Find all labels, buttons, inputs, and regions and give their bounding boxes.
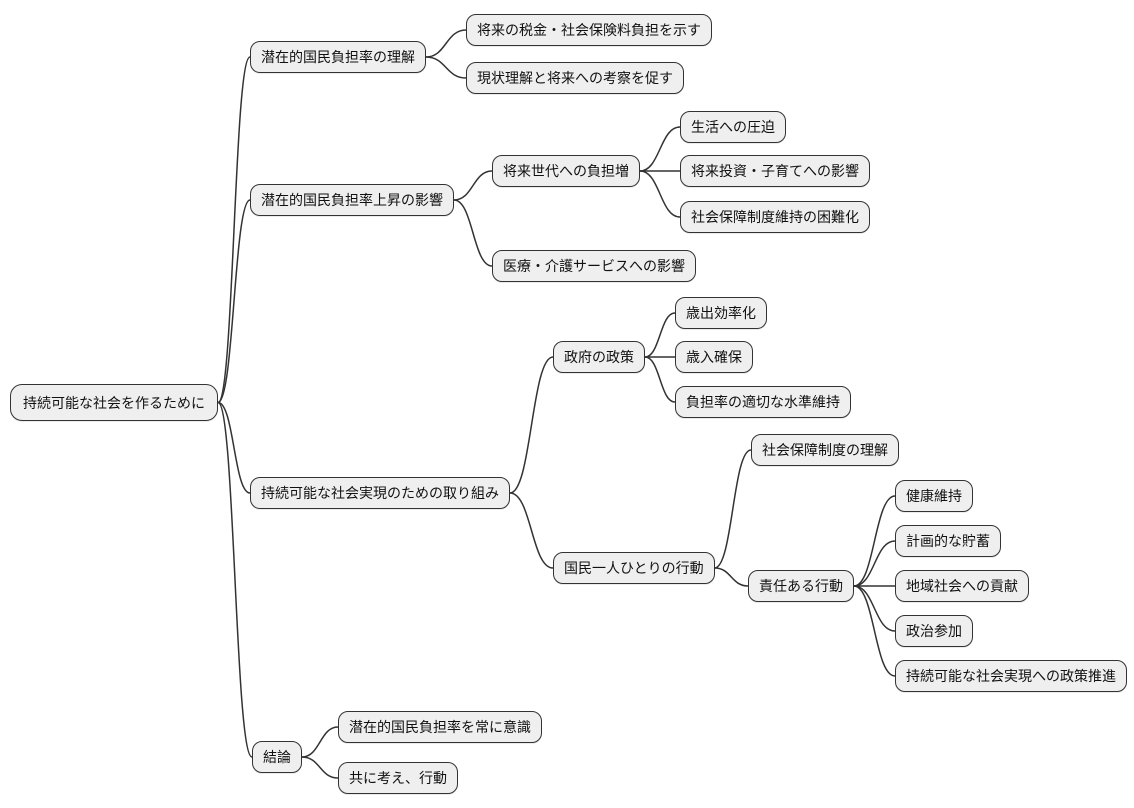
- mindmap-connector: [453, 199, 493, 267]
- mindmap-connector: [639, 170, 681, 218]
- mindmap-connector: [301, 756, 339, 779]
- mindmap-node-citizen-responsible: 責任ある行動: [748, 570, 854, 602]
- mindmap-connector: [853, 495, 896, 587]
- mindmap-node-root: 持続可能な社会を作るために: [10, 384, 218, 421]
- mindmap-connector: [425, 56, 467, 79]
- mindmap-node-gov: 政府の政策: [553, 341, 645, 373]
- mindmap-connector: [644, 312, 676, 358]
- mindmap-node-gov-revenue: 歳入確保: [675, 341, 753, 373]
- mindmap-node-resp-health: 健康維持: [895, 480, 973, 512]
- mindmap-connector: [217, 401, 251, 494]
- mindmap-node-conclusion: 結論: [252, 741, 302, 773]
- mindmap-connector: [425, 29, 467, 58]
- mindmap-node-gov-spending: 歳出効率化: [675, 297, 767, 329]
- mindmap-connector: [714, 567, 749, 587]
- mindmap-node-understanding-tax: 将来の税金・社会保険料負担を示す: [466, 14, 712, 46]
- mindmap-connector: [453, 170, 493, 201]
- mindmap-connector: [853, 585, 896, 632]
- mindmap-node-resp-saving: 計画的な貯蓄: [895, 525, 1001, 557]
- mindmap-connector: [217, 56, 251, 404]
- mindmap-connector: [217, 199, 251, 404]
- mindmap-node-impact-life: 生活への圧迫: [680, 111, 786, 143]
- mindmap-node-resp-politics: 政治参加: [895, 615, 973, 647]
- mindmap-connector: [644, 356, 676, 403]
- mindmap-connector: [301, 726, 339, 758]
- mindmap-node-efforts: 持続可能な社会実現のための取り組み: [250, 477, 510, 509]
- mindmap-node-understanding-think: 現状理解と将来への考察を促す: [466, 62, 684, 94]
- mindmap-connector: [509, 356, 554, 494]
- mindmap-node-conclusion-act: 共に考え、行動: [338, 762, 458, 794]
- mindmap-node-impact-medical: 医療・介護サービスへの影響: [492, 250, 696, 282]
- mindmap-node-understanding: 潜在的国民負担率の理解: [250, 41, 426, 73]
- mindmap-node-impact-social: 社会保障制度維持の困難化: [680, 201, 870, 233]
- mindmap-connector: [509, 492, 554, 569]
- mindmap-node-citizen-understand: 社会保障制度の理解: [751, 434, 899, 466]
- mindmap-connector: [639, 126, 681, 172]
- mindmap-node-impact: 潜在的国民負担率上昇の影響: [250, 184, 454, 216]
- mindmap-node-gov-burden: 負担率の適切な水準維持: [675, 386, 851, 418]
- mindmap-connector: [853, 585, 896, 677]
- mindmap-node-citizen: 国民一人ひとりの行動: [553, 552, 715, 584]
- mindmap-connector: [217, 401, 253, 758]
- mindmap-connector: [714, 449, 752, 569]
- mindmap-node-conclusion-aware: 潜在的国民負担率を常に意識: [338, 711, 542, 743]
- mindmap-node-resp-community: 地域社会への貢献: [895, 570, 1029, 602]
- mindmap-node-impact-future-gen: 将来世代への負担増: [492, 155, 640, 187]
- mindmap-connector: [853, 540, 896, 587]
- mindmap-node-impact-invest: 将来投資・子育てへの影響: [680, 155, 870, 187]
- mindmap-node-resp-policy: 持続可能な社会実現への政策推進: [895, 660, 1127, 692]
